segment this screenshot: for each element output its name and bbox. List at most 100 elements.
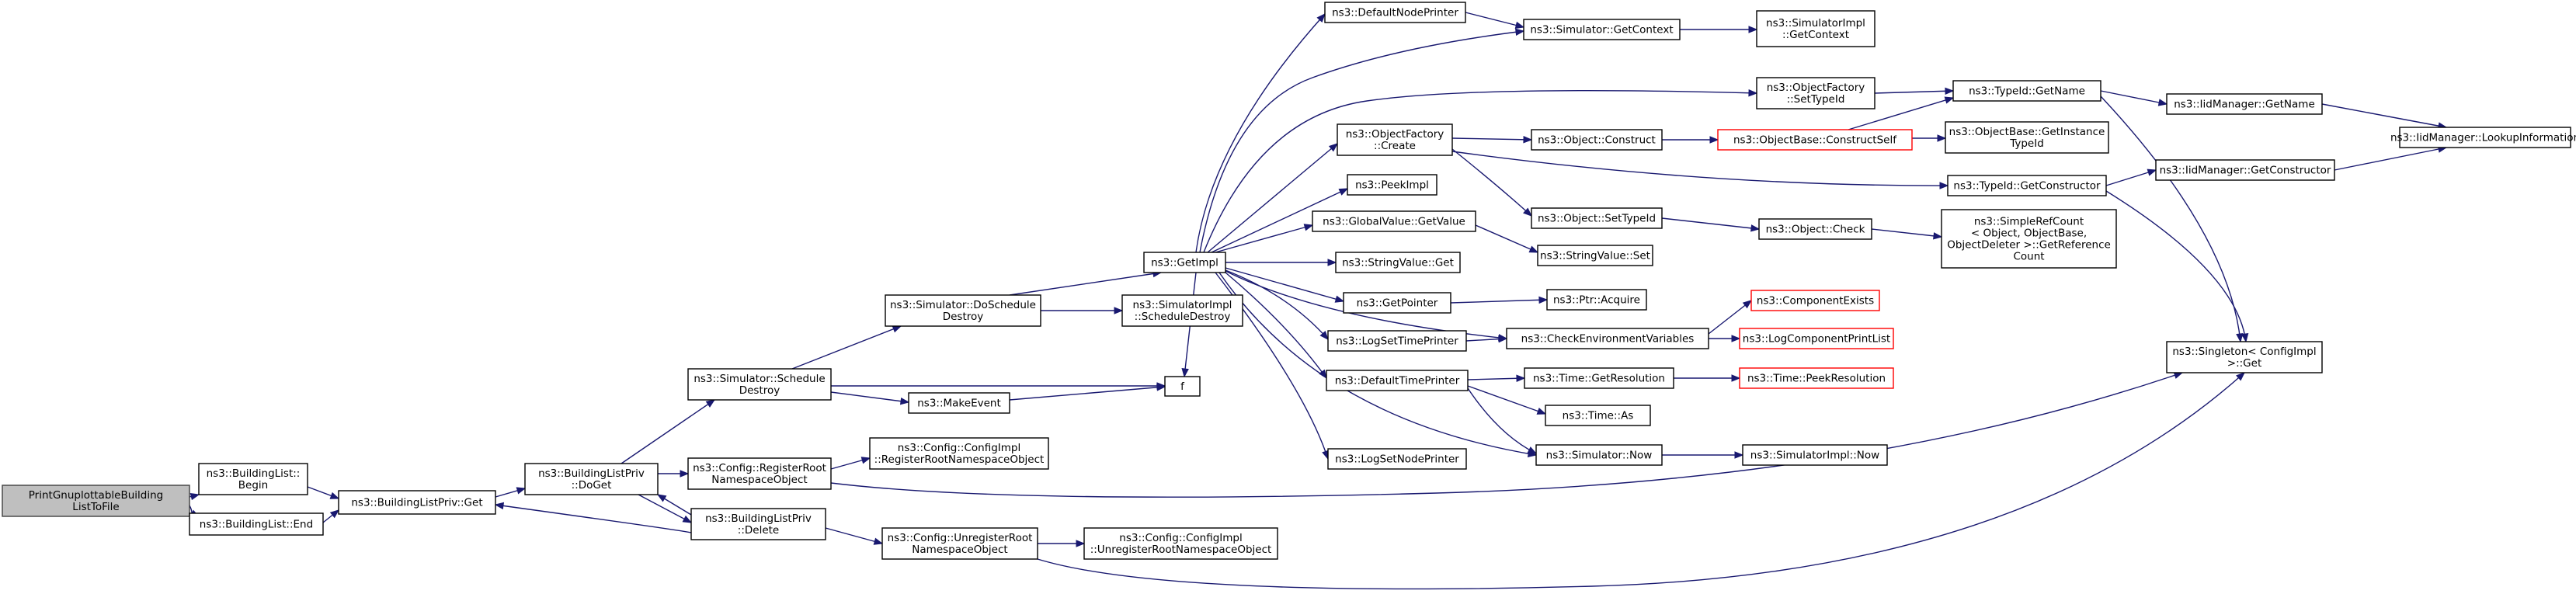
- node-unregroot-label-line: ns3::Config::UnregisterRoot: [888, 532, 1033, 544]
- node-simimplctx-box: [1756, 10, 1876, 47]
- node-simplerefcount[interactable]: ns3::SimpleRefCount< Object, ObjectBase,…: [1941, 209, 2117, 269]
- node-logsettime[interactable]: ns3::LogSetTimePrinter: [1327, 330, 1467, 352]
- node-singleton-label-line: ns3::Singleton< ConfigImpl: [2172, 346, 2316, 358]
- node-f[interactable]: f: [1164, 376, 1201, 397]
- node-delete-box: [690, 508, 826, 540]
- node-iidgetname[interactable]: ns3::IidManager::GetName: [2166, 93, 2323, 115]
- edge-deftimeprinter-to-timeas: [1467, 385, 1547, 415]
- node-objfactcreate[interactable]: ns3::ObjectFactory::Create: [1337, 123, 1453, 156]
- edge-schedulest-to-doschedule: [791, 325, 902, 370]
- node-objconstruct[interactable]: ns3::Object::Construct: [1531, 129, 1663, 151]
- node-svset[interactable]: ns3::StringValue::Set: [1537, 245, 1653, 266]
- node-logcomplist-box: [1739, 328, 1894, 349]
- node-simimplsched[interactable]: ns3::SimulatorImpl::ScheduleDestroy: [1121, 294, 1243, 327]
- edge-doget-to-delete: [638, 494, 693, 523]
- node-doschedule-label-line: Destroy: [943, 311, 984, 323]
- node-registerroot-label-line: NamespaceObject: [711, 474, 807, 486]
- node-getimpl[interactable]: ns3::GetImpl: [1143, 252, 1226, 273]
- node-iidlookup-label-line: ns3::IidManager::LookupInformation: [2390, 132, 2576, 144]
- node-privget-box: [338, 490, 496, 515]
- edge-objbaseconstruct-to-typeidgetname: [1848, 96, 1955, 130]
- edge-objfactcreate-to-objconstruct: [1451, 136, 1533, 144]
- node-logsetnode[interactable]: ns3::LogSetNodePrinter: [1327, 448, 1467, 470]
- edge-begin-to-privget: [307, 486, 340, 499]
- node-cfgunreg-box: [1083, 527, 1278, 560]
- node-compexists-label-line: ns3::ComponentExists: [1757, 295, 1874, 307]
- node-print-label-line: PrintGnuplottableBuilding: [29, 489, 163, 502]
- node-typeidgetname[interactable]: ns3::TypeId::GetName: [1952, 80, 2101, 102]
- node-objsettypeid-box: [1531, 207, 1663, 229]
- node-objbasegetinst-label-line: TypeId: [2009, 137, 2044, 150]
- node-timepeekres[interactable]: ns3::Time::PeekResolution: [1739, 367, 1894, 389]
- node-objconstruct-label-line: ns3::Object::Construct: [1538, 134, 1656, 147]
- node-makeevent[interactable]: ns3::MakeEvent: [908, 392, 1010, 414]
- node-objfactcreate-label-line: ns3::ObjectFactory: [1346, 128, 1444, 141]
- edge-objconstruct-to-objbaseconstruct: [1662, 136, 1719, 144]
- node-privget[interactable]: ns3::BuildingListPriv::Get: [338, 490, 496, 515]
- node-iidgetctor-label-line: ns3::IidManager::GetConstructor: [2160, 165, 2331, 177]
- node-iidgetctor-box: [2155, 159, 2335, 181]
- node-schedulest[interactable]: ns3::Simulator::ScheduleDestroy: [687, 368, 832, 401]
- node-end[interactable]: ns3::BuildingList::End: [189, 512, 324, 536]
- node-unregroot[interactable]: ns3::Config::UnregisterRootNamespaceObje…: [881, 527, 1038, 560]
- edge-deftimeprinter-to-simnow: [1467, 387, 1538, 454]
- node-iidlookup-box: [2399, 127, 2571, 148]
- node-typeidgetctor-box: [1947, 175, 2107, 196]
- node-print-label-line: ListToFile: [72, 501, 119, 513]
- edge-getimpl-to-peekimpl: [1211, 188, 1349, 253]
- edge-doget-to-schedulest: [621, 399, 716, 464]
- node-singleton[interactable]: ns3::Singleton< ConfigImpl >::Get: [2166, 341, 2323, 373]
- node-begin[interactable]: ns3::BuildingList::Begin: [198, 463, 308, 495]
- node-delete[interactable]: ns3::BuildingListPriv::Delete: [690, 508, 826, 540]
- node-objbaseconstruct[interactable]: ns3::ObjectBase::ConstructSelf: [1717, 129, 1913, 151]
- node-deftimeprinter[interactable]: ns3::DefaultTimePrinter: [1326, 370, 1469, 391]
- node-unregroot-box: [881, 527, 1038, 560]
- node-timegetres[interactable]: ns3::Time::GetResolution: [1524, 367, 1674, 389]
- node-timepeekres-label-line: ns3::Time::PeekResolution: [1747, 373, 1886, 385]
- node-end-label-line: ns3::BuildingList::End: [200, 519, 313, 531]
- node-registerroot[interactable]: ns3::Config::RegisterRootNamespaceObject: [687, 457, 832, 490]
- node-delete-label-line: ns3::BuildingListPriv: [705, 512, 812, 525]
- call-nodes: PrintGnuplottableBuildingListToFilens3::…: [2, 2, 2576, 560]
- node-objsettypeid-label-line: ns3::Object::SetTypeId: [1538, 213, 1656, 225]
- node-defnodeprinter[interactable]: ns3::DefaultNodePrinter: [1324, 2, 1466, 23]
- node-f-label-line: f: [1180, 380, 1185, 393]
- node-timeas[interactable]: ns3::Time::As: [1545, 405, 1651, 426]
- node-objfactsettid-box: [1756, 77, 1876, 109]
- node-simimplctx[interactable]: ns3::SimulatorImpl::GetContext: [1756, 10, 1876, 47]
- node-peekimpl[interactable]: ns3::PeekImpl: [1347, 174, 1437, 196]
- node-simnow[interactable]: ns3::Simulator::Now: [1535, 444, 1663, 466]
- edge-typeidgetctor-to-singleton: [2105, 190, 2249, 343]
- node-typeidgetctor[interactable]: ns3::TypeId::GetConstructor: [1947, 175, 2107, 196]
- node-checkenv[interactable]: ns3::CheckEnvironmentVariables: [1506, 328, 1709, 349]
- node-svget[interactable]: ns3::StringValue::Get: [1335, 252, 1461, 273]
- node-objcheck[interactable]: ns3::Object::Check: [1758, 218, 1872, 240]
- node-objsettypeid[interactable]: ns3::Object::SetTypeId: [1531, 207, 1663, 229]
- node-doget[interactable]: ns3::BuildingListPriv::DoGet: [524, 463, 659, 495]
- node-delete-label-line: ::Delete: [738, 524, 779, 537]
- node-cfgregister[interactable]: ns3::Config::ConfigImpl::RegisterRootNam…: [869, 437, 1049, 470]
- node-simgetcontext[interactable]: ns3::Simulator::GetContext: [1523, 19, 1681, 40]
- node-privget-label-line: ns3::BuildingListPriv::Get: [351, 497, 482, 509]
- node-gvgetvalue[interactable]: ns3::GlobalValue::GetValue: [1312, 210, 1476, 232]
- node-simimplnow[interactable]: ns3::SimulatorImpl::Now: [1742, 444, 1888, 466]
- node-svset-box: [1537, 245, 1653, 266]
- node-cfgunreg[interactable]: ns3::Config::ConfigImpl::UnregisterRootN…: [1083, 527, 1278, 560]
- edge-getpointer-to-ptracquire: [1450, 296, 1549, 304]
- node-getimpl-label-line: ns3::GetImpl: [1151, 257, 1218, 269]
- node-iidlookup[interactable]: ns3::IidManager::LookupInformation: [2390, 127, 2576, 148]
- node-ptracquire[interactable]: ns3::Ptr::Acquire: [1546, 289, 1647, 311]
- node-getpointer[interactable]: ns3::GetPointer: [1343, 292, 1451, 314]
- node-logcomplist[interactable]: ns3::LogComponentPrintList: [1739, 328, 1894, 349]
- edge-gvgetvalue-to-svset: [1475, 224, 1539, 253]
- node-defnodeprinter-label-line: ns3::DefaultNodePrinter: [1332, 7, 1458, 19]
- edge-registerroot-to-singleton: [830, 371, 2184, 498]
- node-objfactsettid[interactable]: ns3::ObjectFactory::SetTypeId: [1756, 77, 1876, 109]
- node-compexists[interactable]: ns3::ComponentExists: [1750, 290, 1880, 311]
- node-gvgetvalue-label-line: ns3::GlobalValue::GetValue: [1323, 216, 1465, 228]
- node-iidgetctor[interactable]: ns3::IidManager::GetConstructor: [2155, 159, 2335, 181]
- node-simplerefcount-label-line: < Object, ObjectBase,: [1971, 228, 2087, 240]
